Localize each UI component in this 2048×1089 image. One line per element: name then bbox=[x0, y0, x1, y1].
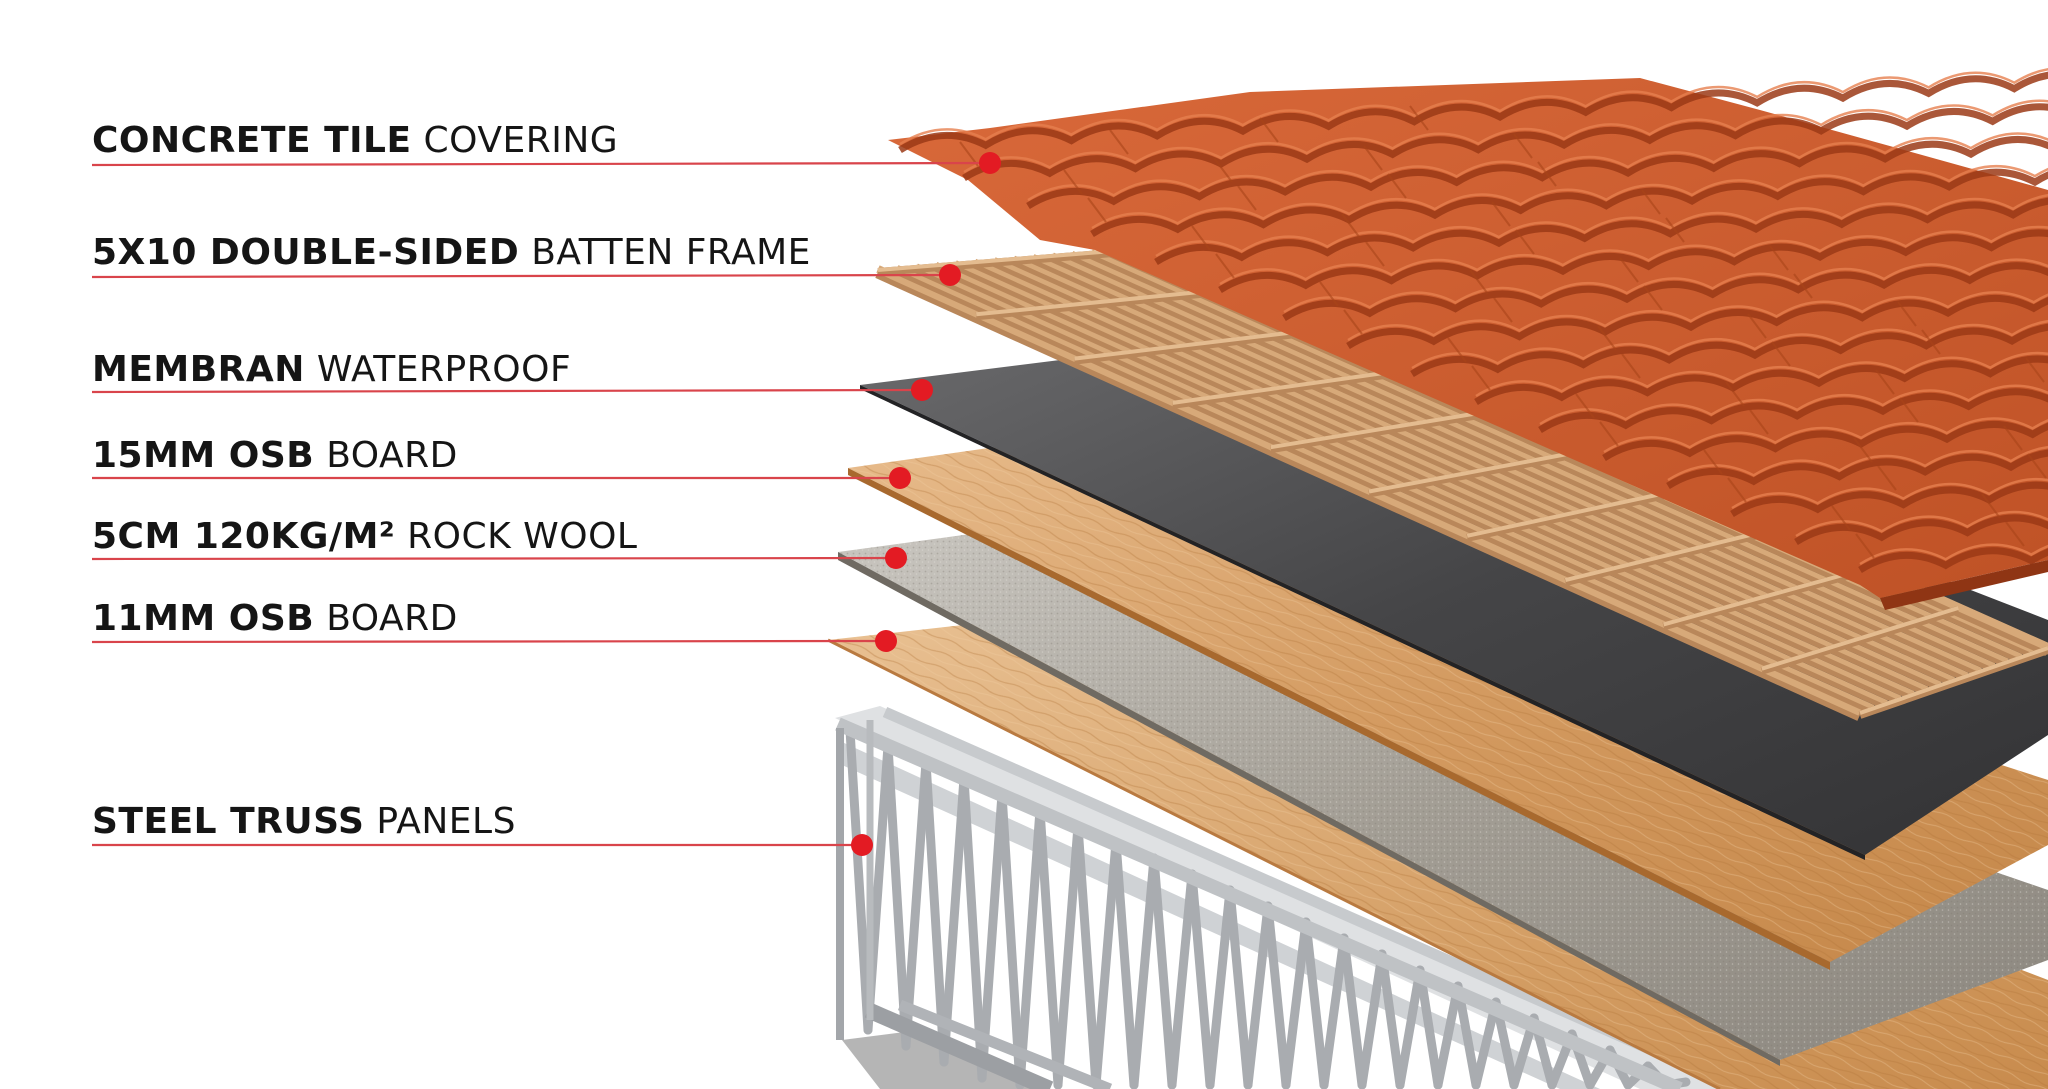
label-osb-15mm: 15MM OSB BOARD bbox=[92, 434, 458, 478]
label-osb-11mm: 11MM OSB BOARD bbox=[92, 597, 458, 641]
label-batten-frame: 5X10 DOUBLE-SIDED BATTEN FRAME bbox=[92, 231, 811, 275]
leader-line bbox=[92, 641, 886, 642]
layer-marker-dot bbox=[939, 264, 961, 286]
layer-marker-dot bbox=[889, 467, 911, 489]
layer-marker-dot bbox=[911, 379, 933, 401]
label-rock-wool: 5CM 120KG/M² ROCK WOOL bbox=[92, 515, 637, 559]
layer-marker-dot bbox=[885, 547, 907, 569]
leader-line bbox=[92, 163, 990, 165]
label-concrete-tile: CONCRETE TILE COVERING bbox=[92, 119, 618, 163]
layer-marker-dot bbox=[851, 834, 873, 856]
leader-line bbox=[92, 275, 950, 277]
label-steel-truss: STEEL TRUSS PANELS bbox=[92, 800, 516, 844]
layer-marker-dot bbox=[875, 630, 897, 652]
layer-marker-dot bbox=[979, 152, 1001, 174]
label-membrane: MEMBRAN WATERPROOF bbox=[92, 348, 571, 392]
